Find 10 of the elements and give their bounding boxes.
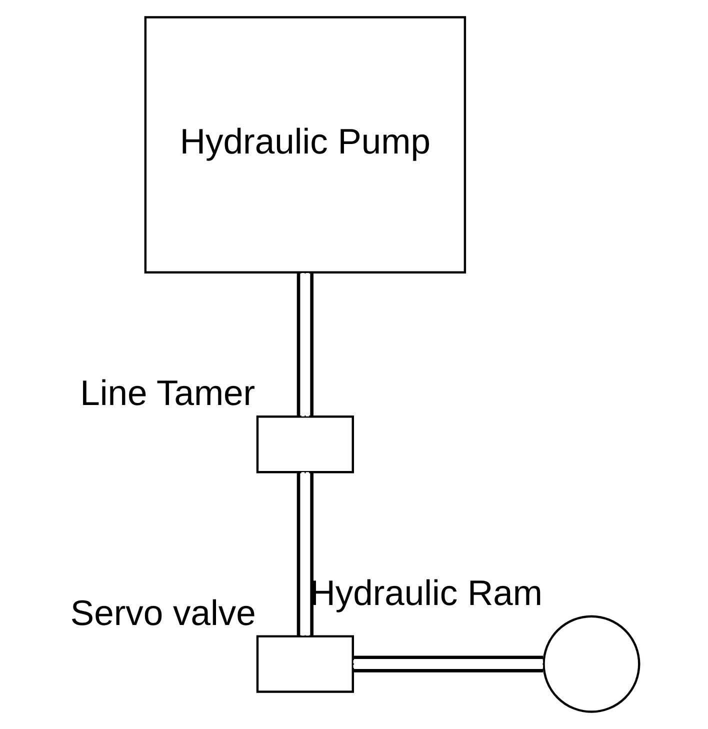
connector (353, 656, 544, 672)
node-label: Line Tamer (80, 373, 256, 414)
node-box (256, 635, 354, 693)
connector (296, 273, 314, 416)
connector (296, 472, 314, 636)
node-box (256, 416, 354, 474)
node-box: Hydraulic Pump (144, 16, 466, 274)
node-circle (542, 615, 640, 713)
node-label: Hydraulic Ram (310, 572, 543, 613)
node-label: Servo valve (70, 592, 256, 633)
